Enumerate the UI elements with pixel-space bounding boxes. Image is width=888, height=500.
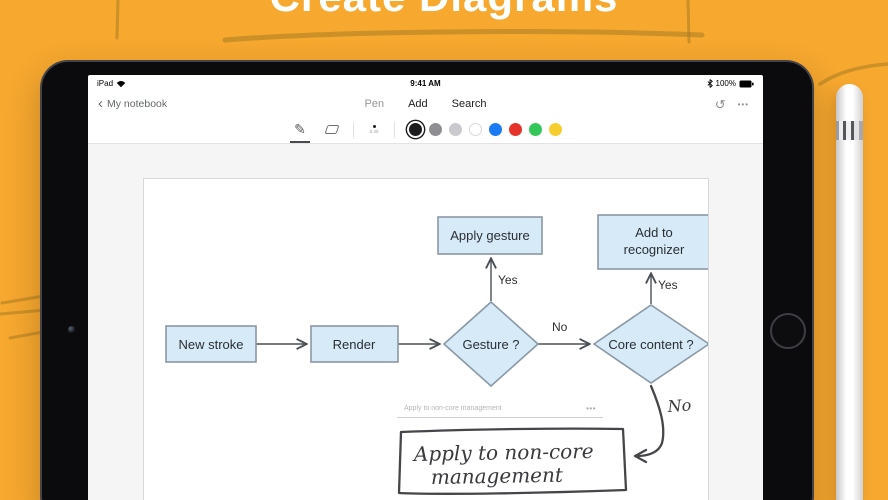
- handwritten-note[interactable]: Apply to non-core management: [397, 427, 628, 495]
- status-left: iPad: [97, 79, 126, 88]
- flowchart: Yes No Yes New stroke Render: [165, 214, 708, 495]
- node-add-to-recognizer-rect: [597, 214, 708, 270]
- label-no-core-handwritten: No: [666, 395, 692, 416]
- status-bar: iPad 9:41 AM 100%: [88, 75, 763, 92]
- ipad-device: iPad 9:41 AM 100%: [42, 62, 812, 500]
- canvas-area: Apply to non-core management •••: [88, 144, 763, 500]
- doodle-corner: [818, 62, 888, 86]
- note-line-1: Apply to non-core: [412, 439, 594, 466]
- pencil-glyph: ✎: [294, 121, 306, 137]
- node-add-to-line2: recognizer: [624, 242, 685, 257]
- suggestion-text[interactable]: Apply to non-core management: [404, 404, 502, 412]
- node-new-stroke-rect: [165, 325, 257, 363]
- drawing-page[interactable]: Apply to non-core management •••: [143, 178, 709, 500]
- wifi-icon: [116, 80, 126, 87]
- node-core-content-label: Core content ?: [608, 337, 693, 352]
- stroke-width-value: 0.35: [369, 129, 379, 135]
- node-core-content-diamond: [592, 304, 708, 384]
- suggestion-more-icon[interactable]: •••: [586, 403, 596, 413]
- carrier-label: iPad: [97, 79, 114, 88]
- doodle-horizontal-line: [222, 29, 705, 43]
- color-swatch-black[interactable]: [409, 123, 422, 136]
- label-no-gesture: No: [552, 320, 568, 334]
- stroke-width-control[interactable]: 0.35: [364, 124, 384, 135]
- nav-bar: ‹ My notebook Pen Add Search ↺ •••: [88, 92, 763, 116]
- stroke-width-dot: [372, 124, 376, 128]
- tab-pen[interactable]: Pen: [364, 98, 385, 110]
- node-add-to-recognizer[interactable]: Add to recognizer: [597, 214, 708, 270]
- back-chevron-icon: ‹: [98, 94, 103, 112]
- toolbar-divider: [394, 121, 395, 138]
- node-render[interactable]: Render: [310, 325, 399, 363]
- node-render-label: Render: [333, 337, 376, 352]
- undo-icon[interactable]: ↺: [714, 96, 726, 112]
- pen-tool-icon[interactable]: ✎: [289, 120, 311, 143]
- color-swatch-yellow[interactable]: [549, 123, 562, 136]
- doodle-left-vertical: [115, 0, 120, 40]
- doodle-dash-2: [0, 308, 48, 316]
- battery-percent: 100%: [715, 79, 736, 88]
- label-yes-core: Yes: [658, 278, 678, 292]
- eraser-shape: [324, 125, 340, 134]
- color-swatches: [409, 123, 562, 136]
- front-camera: [68, 326, 75, 333]
- ipad-screen: iPad 9:41 AM 100%: [88, 75, 763, 500]
- nav-actions: ↺ •••: [715, 98, 749, 111]
- back-button[interactable]: ‹ My notebook: [98, 94, 168, 112]
- bluetooth-icon: [707, 79, 713, 88]
- doodle-dash-1: [0, 294, 46, 305]
- battery-icon: [739, 80, 754, 87]
- node-gesture[interactable]: Gesture ?: [442, 300, 540, 388]
- status-right: 100%: [707, 79, 754, 88]
- eraser-icon[interactable]: [321, 120, 343, 140]
- node-render-rect: [310, 325, 399, 363]
- node-apply-gesture[interactable]: Apply gesture: [437, 216, 543, 255]
- color-swatch-white[interactable]: [469, 123, 482, 136]
- color-swatch-green[interactable]: [529, 123, 542, 136]
- sketch-no-arrow[interactable]: [635, 384, 665, 458]
- tab-search[interactable]: Search: [451, 98, 487, 110]
- node-apply-gesture-rect: [437, 216, 543, 255]
- apple-pencil: [836, 84, 863, 500]
- color-swatch-red[interactable]: [509, 123, 522, 136]
- clock: 9:41 AM: [410, 79, 441, 88]
- toolbar-tabs: Pen Add Search: [364, 98, 486, 110]
- node-add-to-line1: Add to: [635, 225, 673, 240]
- node-new-stroke[interactable]: New stroke: [165, 325, 257, 363]
- back-label: My notebook: [107, 98, 168, 110]
- banner-title: Create Diagrams: [0, 0, 888, 18]
- note-line-2: management: [431, 463, 564, 489]
- color-swatch-dark-gray[interactable]: [429, 123, 442, 136]
- node-apply-gesture-label: Apply gesture: [450, 228, 530, 243]
- tab-add[interactable]: Add: [408, 98, 428, 110]
- apple-pencil-band: [836, 121, 863, 140]
- doodle-dash-3: [8, 329, 50, 340]
- sketch-no-arrowhead: [633, 448, 648, 464]
- handwriting-suggestion-bar: Apply to non-core management •••: [397, 399, 603, 418]
- node-gesture-diamond: [442, 300, 540, 388]
- sketch-note-box: [397, 427, 628, 495]
- toolbar-divider: [353, 121, 354, 138]
- pen-selected-underline: [290, 140, 310, 143]
- node-new-stroke-label: New stroke: [178, 337, 243, 352]
- color-swatch-blue[interactable]: [489, 123, 502, 136]
- pen-toolbar: ✎ 0.35: [88, 116, 763, 144]
- color-swatch-light-gray[interactable]: [449, 123, 462, 136]
- more-icon[interactable]: •••: [737, 99, 749, 109]
- node-core-content[interactable]: Core content ?: [592, 304, 708, 384]
- label-yes-gesture: Yes: [498, 273, 518, 287]
- node-gesture-label: Gesture ?: [462, 337, 519, 352]
- home-button[interactable]: [770, 313, 806, 349]
